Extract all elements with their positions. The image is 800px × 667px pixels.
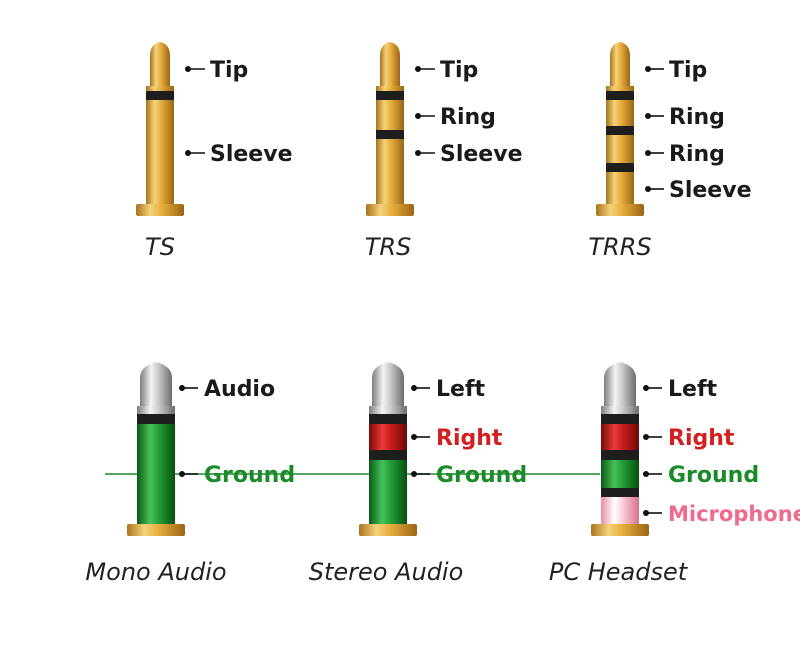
leader-ts-sleeve (185, 150, 205, 156)
leader-trrs-ring-2 (645, 150, 664, 156)
leader-stereo-left (411, 385, 430, 391)
leader-ts-tip (185, 66, 205, 72)
label-mono-audio: Audio (204, 377, 275, 402)
caption-ts: TS (145, 233, 175, 261)
caption-mono-audio: Mono Audio (85, 558, 226, 586)
label-pc-ground: Ground (668, 463, 759, 488)
leader-trs-sleeve (415, 150, 435, 156)
label-trs-tip: Tip (440, 58, 478, 83)
label-pc-microphone: Microphone (668, 502, 800, 526)
caption-pc-headset: PC Headset (549, 558, 689, 586)
leader-trs-tip (415, 66, 435, 72)
label-pc-right: Right (668, 426, 735, 451)
leader-mono-audio (179, 385, 198, 391)
label-stereo-ground: Ground (436, 463, 527, 488)
label-trrs-sleeve: Sleeve (669, 178, 752, 203)
leader-pc-right (643, 434, 662, 440)
caption-trs: TRS (365, 233, 412, 261)
leader-mono-ground (179, 471, 198, 477)
leader-trrs-tip (645, 66, 664, 72)
label-ts-sleeve: Sleeve (210, 142, 293, 167)
label-mono-ground: Ground (204, 463, 295, 488)
leader-trrs-sleeve (645, 186, 664, 192)
plug-trs (366, 42, 414, 216)
label-trrs-tip: Tip (669, 58, 707, 83)
label-ts-tip: Tip (210, 58, 248, 83)
label-stereo-right: Right (436, 426, 503, 451)
leader-stereo-right (411, 434, 430, 440)
label-trrs-ring-1: Ring (669, 105, 725, 130)
label-stereo-left: Left (436, 377, 486, 402)
plug-mono-audio (127, 362, 185, 536)
leader-trs-ring (415, 113, 435, 119)
caption-stereo-audio: Stereo Audio (309, 558, 464, 586)
plug-trrs (596, 42, 644, 216)
leader-trrs-ring-1 (645, 113, 664, 119)
label-trs-ring: Ring (440, 105, 496, 130)
label-trs-sleeve: Sleeve (440, 142, 523, 167)
plug-pc-headset (591, 362, 649, 536)
leader-stereo-ground (411, 471, 430, 477)
label-pc-left: Left (668, 377, 718, 402)
label-trrs-ring-2: Ring (669, 142, 725, 167)
leader-pc-ground (643, 471, 662, 477)
plug-stereo-audio (359, 362, 417, 536)
caption-trrs: TRRS (588, 233, 651, 261)
plug-ts (136, 42, 184, 216)
leader-pc-microphone (643, 510, 662, 516)
leader-pc-left (643, 385, 662, 391)
